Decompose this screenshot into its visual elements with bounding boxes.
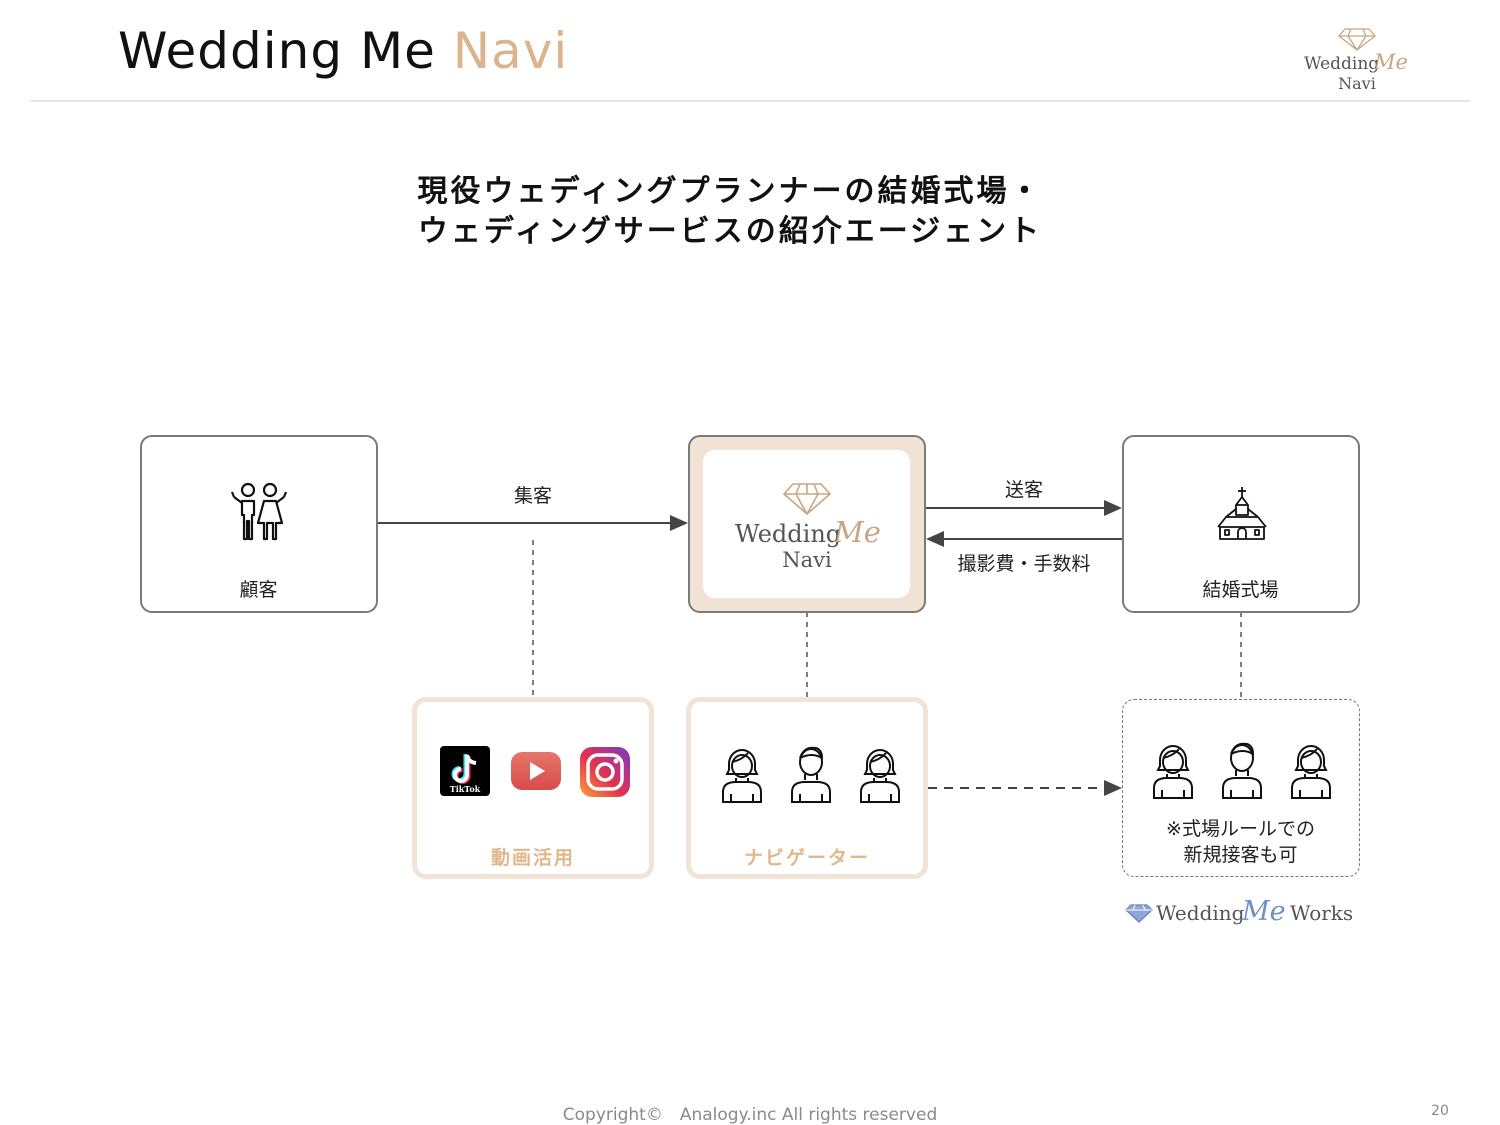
- header-logo-navi: Navi: [1338, 74, 1376, 93]
- works-note-line-2: 新規接客も可: [1183, 844, 1298, 866]
- navi-logo: Wedding Me Navi: [735, 483, 881, 572]
- page-number: 20: [1431, 1103, 1449, 1119]
- navi-logo-me: Me: [833, 515, 881, 549]
- navi-logo-panel: Wedding Me Navi: [703, 450, 910, 598]
- male-person-icon: [1222, 742, 1262, 799]
- video-box: TikTok 動画活用: [412, 697, 654, 879]
- header-divider: [30, 100, 1470, 102]
- header-logo-me: Me: [1373, 50, 1408, 74]
- headline-line-2: ウェディングサービスの紹介エージェント: [417, 214, 1043, 249]
- works-logo-wedding: Wedding: [1156, 901, 1245, 925]
- page-title: Wedding Me Navi: [118, 22, 568, 80]
- venue-box: 結婚式場: [1122, 435, 1360, 613]
- works-logo-me: Me: [1241, 896, 1286, 927]
- diamond-icon: [1125, 904, 1153, 923]
- female-person-icon: [1153, 745, 1193, 799]
- works-logo-works: Works: [1290, 901, 1353, 925]
- works-box: ※式場ルールでの 新規接客も可: [1122, 699, 1360, 877]
- female-person-icon: [722, 749, 762, 803]
- headline-line-1: 現役ウェディングプランナーの結婚式場・: [417, 174, 1043, 209]
- church-icon: [1217, 487, 1267, 540]
- customer-box: 顧客: [140, 435, 378, 613]
- diamond-icon: [1338, 28, 1376, 51]
- footer-copyright: Copyright© Analogy.inc All rights reserv…: [562, 1105, 938, 1125]
- header-logo-wedding: Wedding: [1304, 54, 1379, 74]
- works-note-line-1: ※式場ルールでの: [1166, 818, 1315, 840]
- tiktok-wordmark: TikTok: [450, 784, 481, 794]
- venue-label: 結婚式場: [1202, 579, 1279, 601]
- edge-label-fees: 撮影費・手数料: [957, 553, 1091, 575]
- diamond-icon: [782, 483, 832, 516]
- works-logo: Wedding Me Works: [1125, 896, 1353, 927]
- navi-box: Wedding Me Navi: [688, 435, 926, 613]
- title-main: Wedding Me: [118, 22, 436, 80]
- works-note: ※式場ルールでの 新規接客も可: [1123, 816, 1358, 868]
- header-logo: Wedding Me Navi: [1298, 24, 1416, 98]
- female-person-icon: [860, 749, 900, 803]
- edge-label-attract: 集客: [513, 485, 552, 507]
- instagram-icon: [580, 747, 630, 797]
- navi-logo-wedding: Wedding: [735, 520, 841, 548]
- youtube-icon: [511, 752, 561, 790]
- video-label: 動画活用: [490, 847, 575, 869]
- headline: 現役ウェディングプランナーの結婚式場・ ウェディングサービスの紹介エージェント: [300, 172, 1160, 252]
- navigator-label: ナビゲーター: [743, 847, 870, 869]
- header-logo-graphic: Wedding Me Navi: [1304, 28, 1408, 93]
- male-person-icon: [791, 746, 831, 803]
- customer-label: 顧客: [239, 579, 278, 601]
- couple-icon: [230, 482, 288, 541]
- edge-label-send: 送客: [1004, 479, 1043, 501]
- navi-logo-navi: Navi: [782, 548, 832, 572]
- tiktok-icon: TikTok: [440, 746, 490, 796]
- navigator-box: ナビゲーター: [686, 697, 928, 879]
- female-person-icon: [1291, 745, 1331, 799]
- title-accent: Navi: [452, 22, 569, 80]
